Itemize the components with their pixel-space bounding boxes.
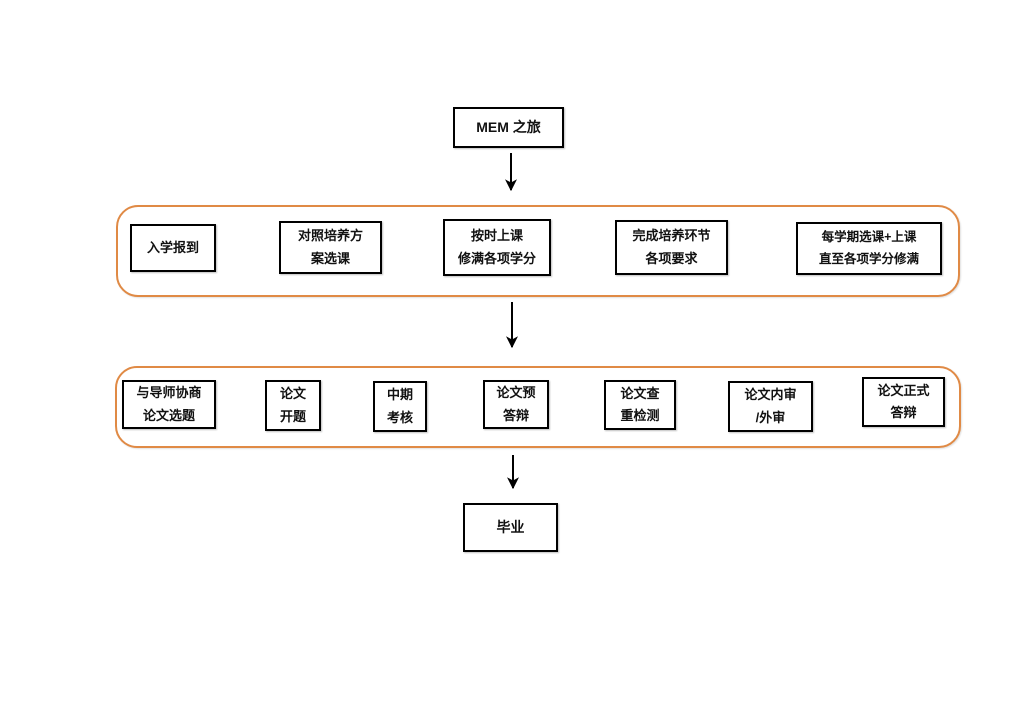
step-internal-external-review: 论文内审 /外审 (728, 381, 813, 432)
end-node-graduation: 毕业 (463, 503, 558, 552)
start-node-mem-journey: MEM 之旅 (453, 107, 564, 148)
step-plagiarism-check: 论文查 重检测 (604, 380, 676, 430)
step-training-requirements: 完成培养环节 各项要求 (615, 220, 728, 275)
step-midterm-assessment: 中期 考核 (373, 381, 427, 432)
step-course-selection: 对照培养方 案选课 (279, 221, 382, 274)
step-enrollment: 入学报到 (130, 224, 216, 272)
step-semester-courses-until-credits: 每学期选课+上课 直至各项学分修满 (796, 222, 942, 275)
step-attend-classes-credits: 按时上课 修满各项学分 (443, 219, 551, 276)
step-pre-defense: 论文预 答辩 (483, 380, 549, 429)
step-thesis-topic-selection: 与导师协商 论文选题 (122, 380, 216, 429)
step-thesis-proposal: 论文 开题 (265, 380, 321, 431)
step-formal-defense: 论文正式 答辩 (862, 377, 945, 427)
